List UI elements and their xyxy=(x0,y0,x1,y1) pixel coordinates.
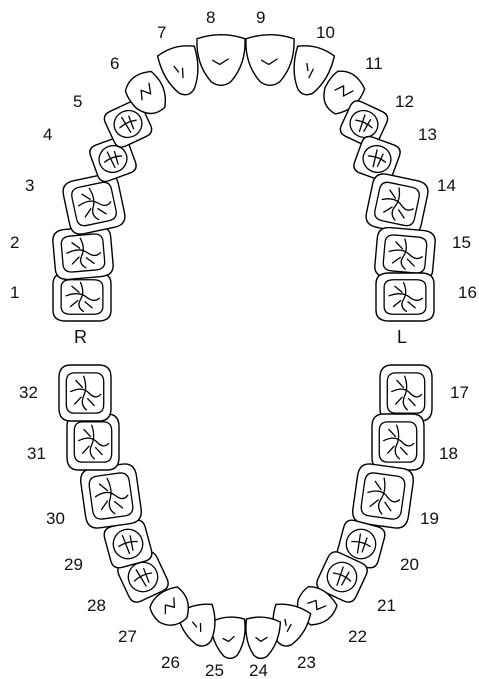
tooth-number-30: 30 xyxy=(46,509,65,528)
tooth-19[interactable] xyxy=(351,462,415,529)
tooth-24[interactable] xyxy=(243,616,281,660)
tooth-number-25: 25 xyxy=(205,661,224,679)
tooth-number-14: 14 xyxy=(437,176,456,195)
tooth-14[interactable] xyxy=(364,172,430,236)
tooth-number-27: 27 xyxy=(118,627,137,646)
tooth-number-8: 8 xyxy=(206,8,215,27)
tooth-8-outline xyxy=(197,35,245,86)
tooth-number-16: 16 xyxy=(458,283,477,302)
tooth-9[interactable] xyxy=(246,35,294,86)
tooth-8[interactable] xyxy=(197,35,245,86)
tooth-number-5: 5 xyxy=(73,92,82,111)
teeth-layer xyxy=(52,35,436,660)
tooth-number-31: 31 xyxy=(27,444,46,463)
tooth-number-28: 28 xyxy=(87,596,106,615)
tooth-30[interactable] xyxy=(79,462,143,529)
tooth-number-2: 2 xyxy=(10,233,19,252)
tooth-number-6: 6 xyxy=(110,54,119,73)
tooth-number-19: 19 xyxy=(420,509,439,528)
left-side-label: L xyxy=(397,327,407,347)
tooth-number-3: 3 xyxy=(25,176,34,195)
tooth-number-13: 13 xyxy=(418,125,437,144)
tooth-25-outline xyxy=(210,616,248,660)
tooth-number-9: 9 xyxy=(256,8,265,27)
tooth-number-7: 7 xyxy=(157,23,166,42)
tooth-number-20: 20 xyxy=(400,555,419,574)
tooth-24-outline xyxy=(243,616,281,660)
tooth-number-10: 10 xyxy=(316,23,335,42)
tooth-16[interactable] xyxy=(376,273,434,321)
tooth-number-11: 11 xyxy=(365,54,383,73)
tooth-9-outline xyxy=(246,35,294,86)
tooth-number-29: 29 xyxy=(64,555,83,574)
tooth-number-26: 26 xyxy=(161,653,180,672)
tooth-31[interactable] xyxy=(67,414,119,470)
tooth-1[interactable] xyxy=(53,273,111,321)
tooth-number-4: 4 xyxy=(43,125,52,144)
tooth-32[interactable] xyxy=(59,365,111,421)
right-side-label: R xyxy=(74,327,87,347)
tooth-25[interactable] xyxy=(210,616,248,660)
tooth-number-22: 22 xyxy=(348,627,367,646)
tooth-number-15: 15 xyxy=(452,233,471,252)
tooth-number-21: 21 xyxy=(377,596,396,615)
tooth-number-1: 1 xyxy=(10,283,19,302)
tooth-number-32: 32 xyxy=(19,383,38,402)
tooth-number-23: 23 xyxy=(297,653,316,672)
tooth-number-17: 17 xyxy=(450,383,469,402)
tooth-18[interactable] xyxy=(372,414,424,470)
tooth-number-18: 18 xyxy=(439,444,458,463)
tooth-17[interactable] xyxy=(380,365,432,421)
tooth-3[interactable] xyxy=(61,172,127,236)
tooth-number-24: 24 xyxy=(249,661,268,679)
tooth-number-12: 12 xyxy=(395,92,414,111)
